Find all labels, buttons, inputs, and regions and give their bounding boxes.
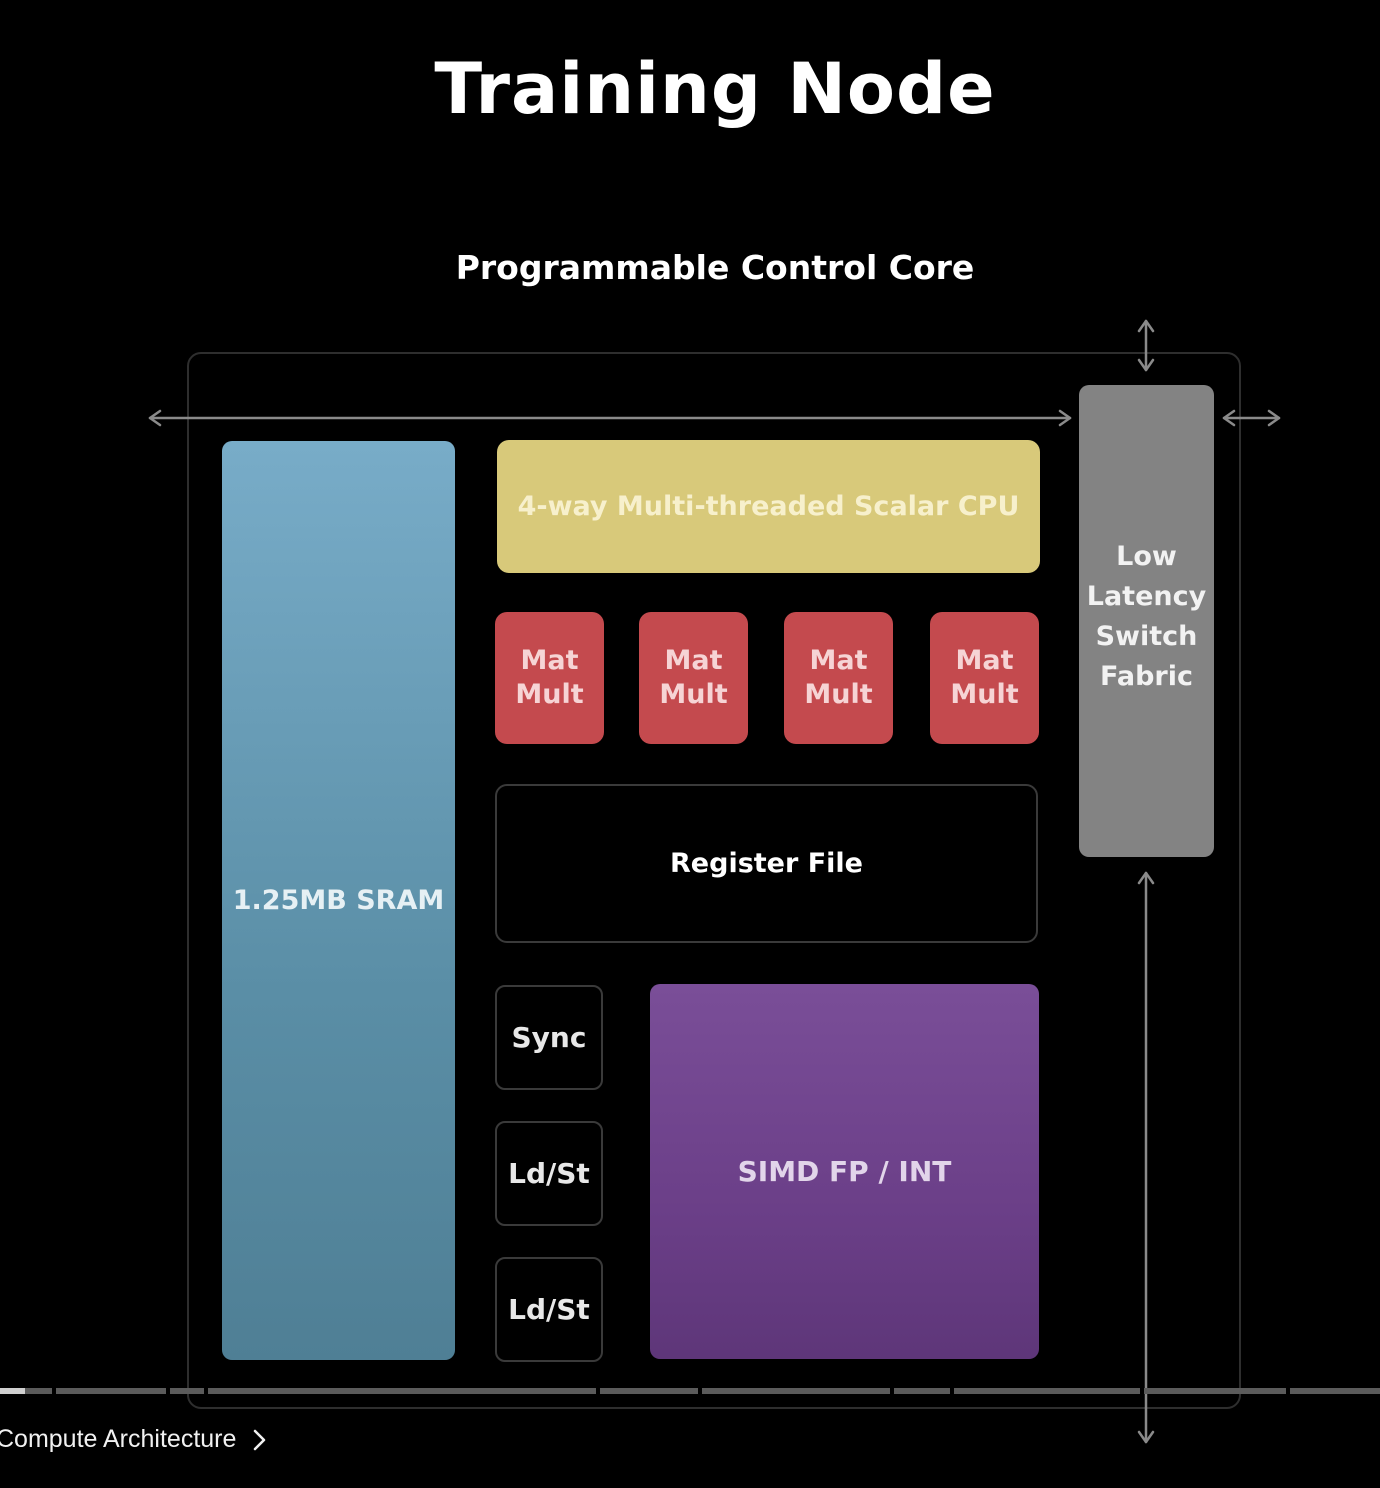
arrow-head [148,409,162,427]
arrow-head [1137,358,1155,372]
switch-label-line: Latency [1086,581,1207,612]
mat-mult-label-line1: Mat [664,645,723,676]
arrow-head [1267,409,1281,427]
chevron-right-icon [254,1429,266,1450]
chapter-segment[interactable] [894,1388,950,1394]
arrow-head [1137,871,1155,885]
progress-played [0,1388,25,1394]
sync-block: Sync [495,985,603,1090]
arrow-head [1137,319,1155,333]
chapter-segment[interactable] [702,1388,890,1394]
register-file-block: Register File [495,784,1038,943]
chapter-title-button[interactable]: Compute Architecture [0,1425,270,1454]
chapter-title: Compute Architecture [0,1425,237,1453]
chapter-segment[interactable] [600,1388,698,1394]
switch-fabric-block: Low Latency Switch Fabric [1079,385,1214,857]
chapter-segment[interactable] [954,1388,1140,1394]
control-core-outline [187,352,1241,1409]
mat-mult-label-line1: Mat [520,645,579,676]
chapter-segment[interactable] [0,1388,52,1394]
chapter-segment[interactable] [208,1388,596,1394]
mat-mult-label-line1: Mat [955,645,1014,676]
arrow-head [1222,409,1236,427]
chapter-segment[interactable] [170,1388,204,1394]
switch-label-line: Switch [1095,621,1198,652]
mat-mult-label-line2: Mult [515,679,584,710]
chapter-segment[interactable] [1144,1388,1286,1394]
switch-label-line: Fabric [1100,661,1193,692]
mat-mult-label-line1: Mat [809,645,868,676]
sram-block: 1.25MB SRAM [222,441,455,1360]
video-progress-bar[interactable] [0,1388,1380,1394]
chapter-segment[interactable] [56,1388,166,1394]
arrow-head [1058,409,1072,427]
switch-label-line: Low [1116,541,1177,572]
mat-mult-label-line2: Mult [804,679,873,710]
scalar-cpu-block: 4-way Multi-threaded Scalar CPU [497,440,1040,573]
slide-subtitle: Programmable Control Core [455,248,975,287]
arrow-head [1137,1430,1155,1444]
simd-block: SIMD FP / INT [650,984,1039,1359]
mat-mult-label-line2: Mult [659,679,728,710]
mat-mult-label-line2: Mult [950,679,1019,710]
chapter-segment[interactable] [1290,1388,1380,1394]
ld-st-block: Ld/St [495,1121,603,1226]
slide-title: Training Node [434,48,996,130]
ld-st-block: Ld/St [495,1257,603,1362]
